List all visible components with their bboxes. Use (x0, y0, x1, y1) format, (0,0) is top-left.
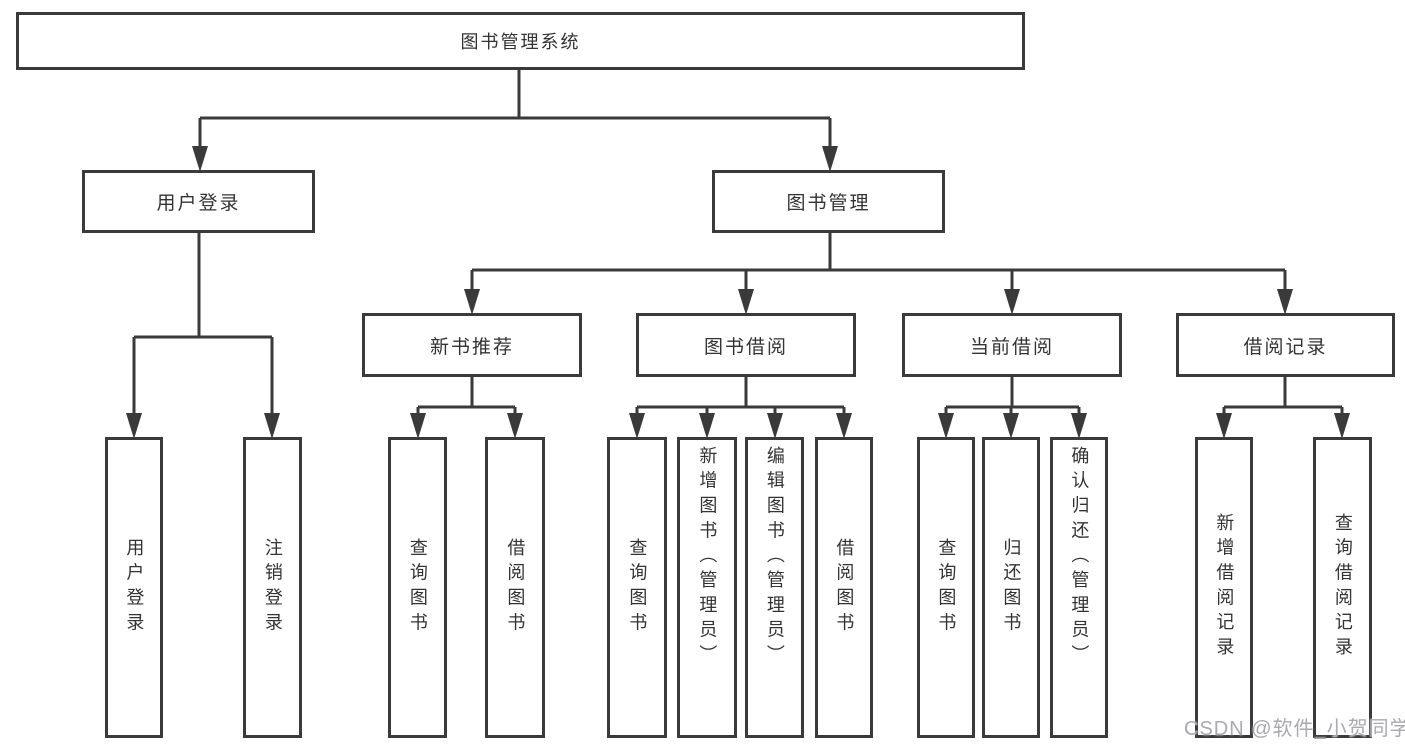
wire-book-borrowing-branch (629, 377, 852, 439)
arrowhead-icon (822, 146, 838, 172)
arrowhead-icon (836, 413, 852, 439)
node-leaf-edit-books-admin: 编辑图书（管理员） (745, 437, 804, 738)
node-borrowing-records: 借阅记录 (1176, 313, 1395, 377)
node-leaf-query-books-current: 查询图书 (917, 437, 975, 738)
node-label: 图书管理 (786, 193, 871, 214)
arrowhead-icon (738, 289, 754, 315)
node-label: 用户登录 (156, 193, 241, 214)
node-book-management: 图书管理 (712, 170, 945, 233)
node-leaf-return-books: 归还图书 (982, 437, 1040, 738)
node-leaf-add-borrow-record: 新增借阅记录 (1195, 437, 1253, 738)
node-leaf-query-books-borrowing: 查询图书 (607, 437, 667, 738)
node-leaf-query-borrow-record: 查询借阅记录 (1313, 437, 1372, 738)
arrowhead-icon (126, 413, 142, 439)
arrowhead-icon (699, 413, 715, 439)
node-leaf-borrow-books: 借阅图书 (815, 437, 873, 738)
node-leaf-confirm-return-admin: 确认归还（管理员） (1050, 437, 1108, 738)
arrowhead-icon (1334, 413, 1350, 439)
node-label: 确认归还（管理员） (1069, 446, 1090, 670)
node-label: 当前借阅 (969, 336, 1054, 358)
node-leaf-logout: 注销登录 (243, 437, 302, 738)
arrowhead-icon (507, 413, 523, 439)
node-current-borrowing: 当前借阅 (902, 313, 1122, 377)
node-label: 查询图书 (627, 537, 648, 638)
node-new-book-recommend: 新书推荐 (362, 313, 582, 377)
arrowhead-icon (767, 413, 783, 439)
node-label: 新增借阅记录 (1214, 512, 1235, 663)
arrowhead-icon (410, 413, 426, 439)
node-label: 查询借阅记录 (1332, 512, 1353, 663)
node-label: 借阅图书 (505, 537, 526, 638)
arrowhead-icon (938, 413, 954, 439)
arrowhead-icon (1277, 289, 1293, 315)
arrowhead-icon (1216, 413, 1232, 439)
wire-borrowing-records-branch (1216, 377, 1350, 439)
wire-book-management-branch (464, 233, 1293, 315)
node-leaf-borrow-books-recommend: 借阅图书 (485, 437, 545, 738)
node-label: 注销登录 (262, 537, 283, 638)
node-root: 图书管理系统 (16, 12, 1025, 70)
node-label: 查询图书 (407, 537, 428, 638)
node-leaf-query-books-recommend: 查询图书 (388, 437, 447, 738)
node-label: 编辑图书（管理员） (764, 446, 785, 670)
arrowhead-icon (264, 413, 280, 439)
node-label: 借阅记录 (1243, 336, 1328, 358)
arrowhead-icon (629, 413, 645, 439)
arrowhead-icon (1004, 289, 1020, 315)
wire-root-branch (192, 70, 838, 172)
node-label: 查询图书 (936, 537, 957, 638)
node-label: 借阅图书 (834, 537, 855, 638)
node-book-borrowing: 图书借阅 (636, 313, 856, 377)
arrowhead-icon (1071, 413, 1087, 439)
node-leaf-user-login: 用户登录 (105, 437, 163, 738)
node-label: 图书管理系统 (460, 32, 581, 52)
node-user-login: 用户登录 (82, 170, 315, 233)
node-label: 图书借阅 (703, 336, 788, 358)
node-label: 归还图书 (1001, 537, 1022, 638)
node-label: 新增图书（管理员） (697, 446, 718, 670)
node-label: 用户登录 (124, 537, 145, 638)
wire-new-book-recommend-branch (410, 377, 523, 439)
arrowhead-icon (1003, 413, 1019, 439)
wire-user-login-branch (126, 233, 280, 439)
node-leaf-add-books-admin: 新增图书（管理员） (677, 437, 737, 738)
wire-current-borrowing-branch (938, 377, 1087, 439)
watermark: CSDN @软件_小贺同学 (1184, 718, 1405, 740)
node-label: 新书推荐 (429, 336, 514, 358)
arrowhead-icon (464, 289, 480, 315)
arrowhead-icon (192, 146, 208, 172)
